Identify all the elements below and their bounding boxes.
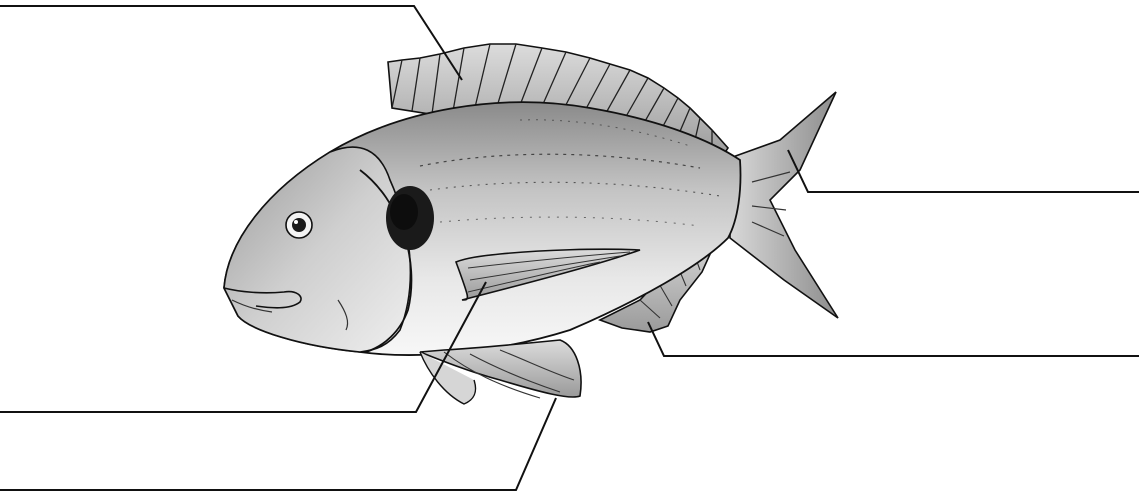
- fish-eye: [286, 212, 312, 238]
- caudal-fin-leader: [788, 150, 1139, 192]
- anal-fin-leader: [648, 322, 1139, 356]
- fish-head: [224, 147, 411, 352]
- pelvic-fin: [420, 340, 581, 404]
- shoulder-spot: [386, 186, 434, 250]
- caudal-fin: [730, 92, 838, 318]
